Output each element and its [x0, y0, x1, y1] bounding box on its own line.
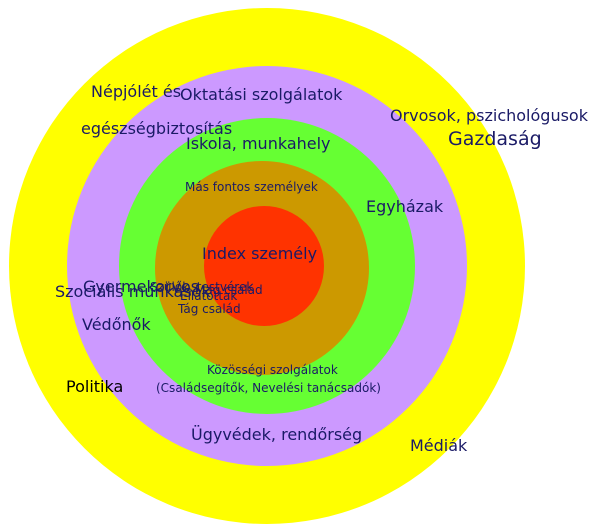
label-index: Index személy [202, 244, 317, 263]
label-nepjolet-line2: egészségbiztosítás [81, 119, 232, 138]
label-szulok: Szülők, testvérek [150, 280, 253, 294]
label-nepjolet-line1: Népjólét és [91, 82, 181, 101]
label-politika: Politika [66, 377, 123, 396]
label-gyermekorvos: Gyermekorvos [83, 277, 199, 296]
label-gazdasag: Gazdaság [448, 128, 542, 150]
label-egyhazak: Egyházak [366, 197, 444, 216]
label-orvosok: Orvosok, pszichológusok [390, 106, 589, 125]
label-kozossegi-line2: (Családsegítők, Nevelési tanácsadók) [156, 381, 381, 395]
label-mag-csalad: Mag család [195, 283, 263, 297]
label-mediak: Médiák [410, 436, 468, 455]
label-szocialis: Szociális munkások [55, 282, 211, 301]
label-vedonok: Védőnők [82, 315, 151, 334]
label-mas-fontos: Más fontos személyek [185, 180, 318, 194]
ring-core-red [204, 206, 324, 326]
label-iskola: Iskola, munkahely [186, 134, 331, 153]
label-kozossegi-line1: Közösségi szolgálatok [207, 363, 338, 377]
label-oktatasi: Oktatási szolgálatok [180, 85, 343, 104]
label-tag-csalad: Tág család [177, 302, 241, 316]
label-ugyvedek: Ügyvédek, rendőrség [191, 425, 362, 444]
label-ellatas: Ellátottak [180, 289, 237, 303]
